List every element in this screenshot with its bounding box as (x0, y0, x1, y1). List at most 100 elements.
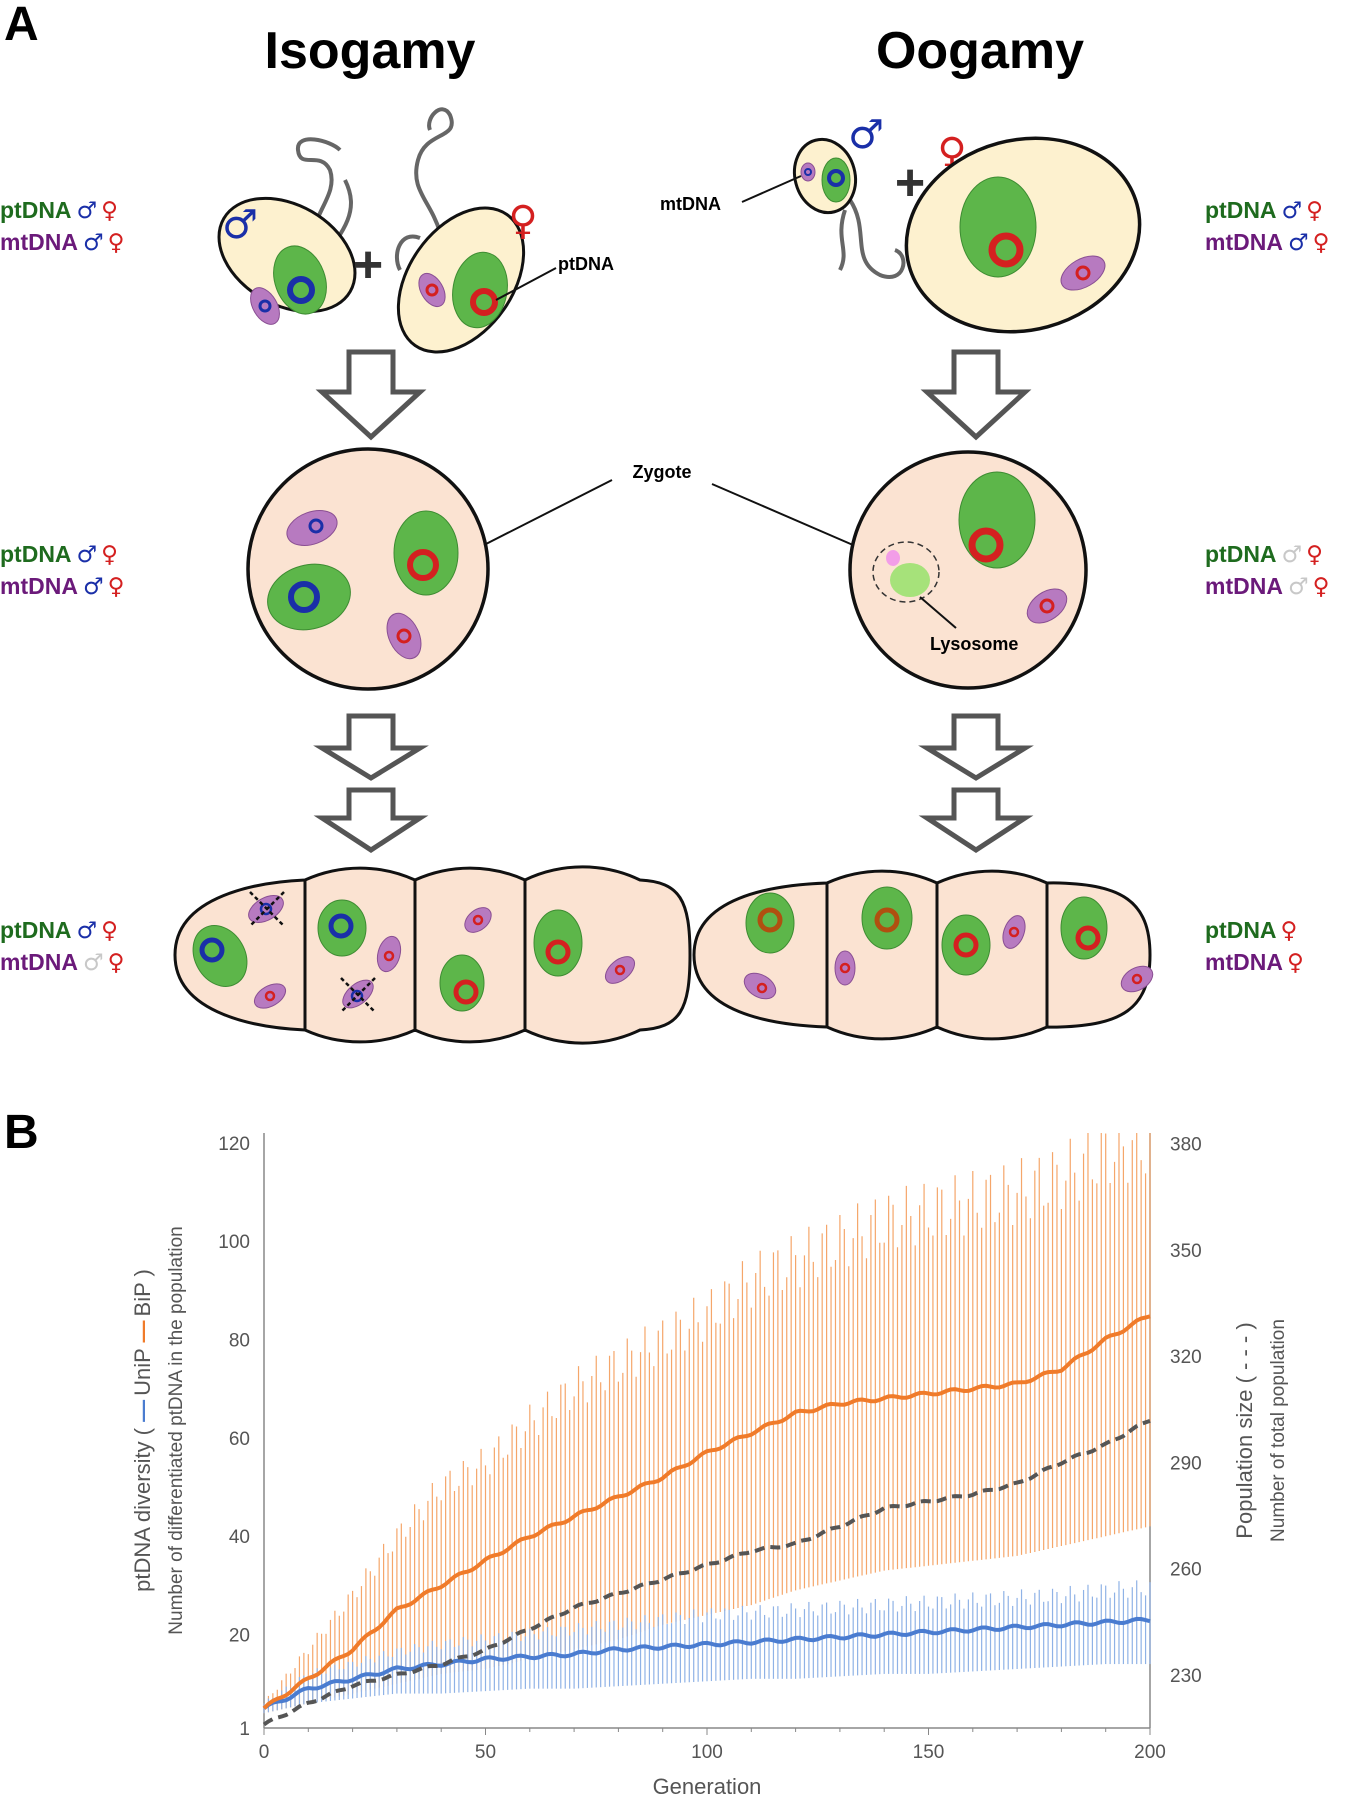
mitochondrion (1026, 588, 1068, 624)
ptdna-legend-row: ptDNA♀ (1205, 917, 1297, 944)
mtdna-label: mtDNA (0, 573, 78, 599)
unip-error-bars (263, 1580, 1151, 1714)
flagellum (838, 209, 847, 271)
degradation-cross (249, 891, 285, 927)
female-ptdna-nucleoid (757, 907, 783, 933)
male-symbol: ♂ (1282, 198, 1303, 224)
y-tick-label: 1 (239, 1719, 250, 1740)
female-ptdna-nucleoid (407, 549, 439, 581)
male-symbol: ♂ (83, 950, 104, 976)
degraded-chloroplast (890, 563, 930, 597)
chloroplast (745, 892, 795, 954)
ptdna-callout: ptDNA (558, 254, 614, 274)
down-arrow (313, 787, 429, 853)
oogamy-zygote (848, 450, 1088, 690)
y-tick-label: 100 (218, 1232, 250, 1253)
down-arrow (920, 349, 1032, 441)
y-tick-label: 40 (229, 1527, 250, 1548)
zygote-callout: Zygote (632, 462, 691, 482)
ptdna-label: ptDNA (1205, 541, 1277, 567)
mitochondrion (743, 972, 777, 1000)
oogamy-title: Oogamy (876, 22, 1084, 80)
flagellum (414, 107, 454, 233)
female-mtdna-nucleoid (472, 914, 484, 926)
bip-legend-dash: — (130, 1320, 155, 1342)
ptdna-legend-row: ptDNA♂♀ (1205, 197, 1323, 224)
y-axis-right-subtitle: Number of total population (1268, 1319, 1289, 1542)
degradation-cross (340, 977, 376, 1013)
unip-legend-dash: — (130, 1400, 155, 1422)
mitochondrion (253, 983, 287, 1009)
lysosome (872, 541, 940, 603)
mtdna-legend-row: mtDNA♀ (1205, 949, 1304, 976)
population-size-line (262, 1419, 1151, 1727)
mitochondrion (1120, 965, 1154, 993)
male-symbol: ♂ (1288, 230, 1309, 256)
ptdna-label: ptDNA (0, 917, 72, 943)
lysosome-callout: Lysosome (930, 634, 1018, 654)
y2-tick-label: 260 (1170, 1560, 1202, 1581)
down-arrow (315, 349, 427, 441)
female-mtdna-nucleoid (396, 628, 412, 644)
inheritance-legends: ptDNA♂♀mtDNA♂♀ptDNA♂♀mtDNA♂♀ptDNA♂♀mtDNA… (0, 197, 1329, 976)
bip-line (262, 1314, 1151, 1710)
male-mtdna-nucleoid (259, 902, 273, 916)
isogamy-title: Isogamy (265, 22, 476, 80)
ptdna-label: ptDNA (1205, 197, 1277, 223)
female-mtdna-nucleoid (264, 990, 276, 1002)
male-symbol: ♂ (83, 574, 104, 600)
female-ptdna-nucleoid (988, 232, 1024, 268)
chloroplast (267, 563, 351, 631)
mtdna-label: mtDNA (1205, 949, 1283, 975)
oogamy-four-cell (692, 869, 1154, 1041)
male-symbol: ♂ (77, 198, 98, 224)
mitochondrion (1002, 915, 1026, 949)
mitochondrion (800, 162, 816, 182)
mitochondrion (1060, 255, 1106, 291)
male-ptdna-nucleoid (328, 913, 354, 939)
female-symbol: ♀ (1313, 574, 1330, 600)
isogamy-four-cell (173, 865, 692, 1045)
x-axis-title: Generation (653, 1774, 762, 1799)
lysosome-leader-line (919, 596, 957, 629)
panel-b-letter: B (4, 1106, 39, 1159)
mtdna-callout: mtDNA (660, 194, 721, 214)
y2-tick-label: 380 (1170, 1135, 1202, 1156)
male-mtdna-nucleoid (350, 989, 364, 1003)
female-symbol: ♀ (1306, 198, 1323, 224)
y-axis-right-title: Population size ( - - - ) (1232, 1322, 1257, 1538)
mtdna-label: mtDNA (1205, 573, 1283, 599)
panel-a-letter: A (4, 0, 39, 51)
y2-tick-label: 350 (1170, 1241, 1202, 1262)
female-mtdna-nucleoid (839, 962, 851, 974)
y2-tick-label: 290 (1170, 1453, 1202, 1474)
mtdna-label: mtDNA (0, 949, 78, 975)
ptdna-label: ptDNA (0, 541, 72, 567)
degraded-mitochondrion (886, 550, 900, 566)
four-cell-outline (692, 869, 1152, 1041)
oogamy-female-egg (904, 136, 1142, 334)
y2-tick-label: 320 (1170, 1347, 1202, 1368)
ptdna-label: ptDNA (0, 197, 72, 223)
mtdna-label: mtDNA (1205, 229, 1283, 255)
male-ptdna-nucleoid (287, 276, 315, 304)
y-tick-label: 60 (229, 1429, 250, 1450)
male-ptdna-nucleoid (199, 937, 225, 963)
male-symbol: ♂ (848, 112, 884, 158)
male-symbol: ♂ (83, 230, 104, 256)
y-tick-label: 20 (229, 1626, 250, 1647)
down-arrow (313, 713, 429, 781)
female-symbol: ♀ (101, 542, 118, 568)
y-axis-left-subtitle: Number of differentiated ptDNA in the po… (166, 1226, 187, 1634)
female-ptdna-nucleoid (953, 932, 979, 958)
female-ptdna-nucleoid (874, 907, 900, 933)
male-mtdna-nucleoid (804, 168, 812, 176)
mitochondrion (464, 907, 492, 933)
isogamy-zygote (246, 447, 490, 691)
mitochondrion (604, 956, 636, 984)
chloroplast (821, 157, 851, 203)
male-symbol: ♂ (222, 202, 258, 248)
female-symbol: ♀ (1313, 230, 1330, 256)
